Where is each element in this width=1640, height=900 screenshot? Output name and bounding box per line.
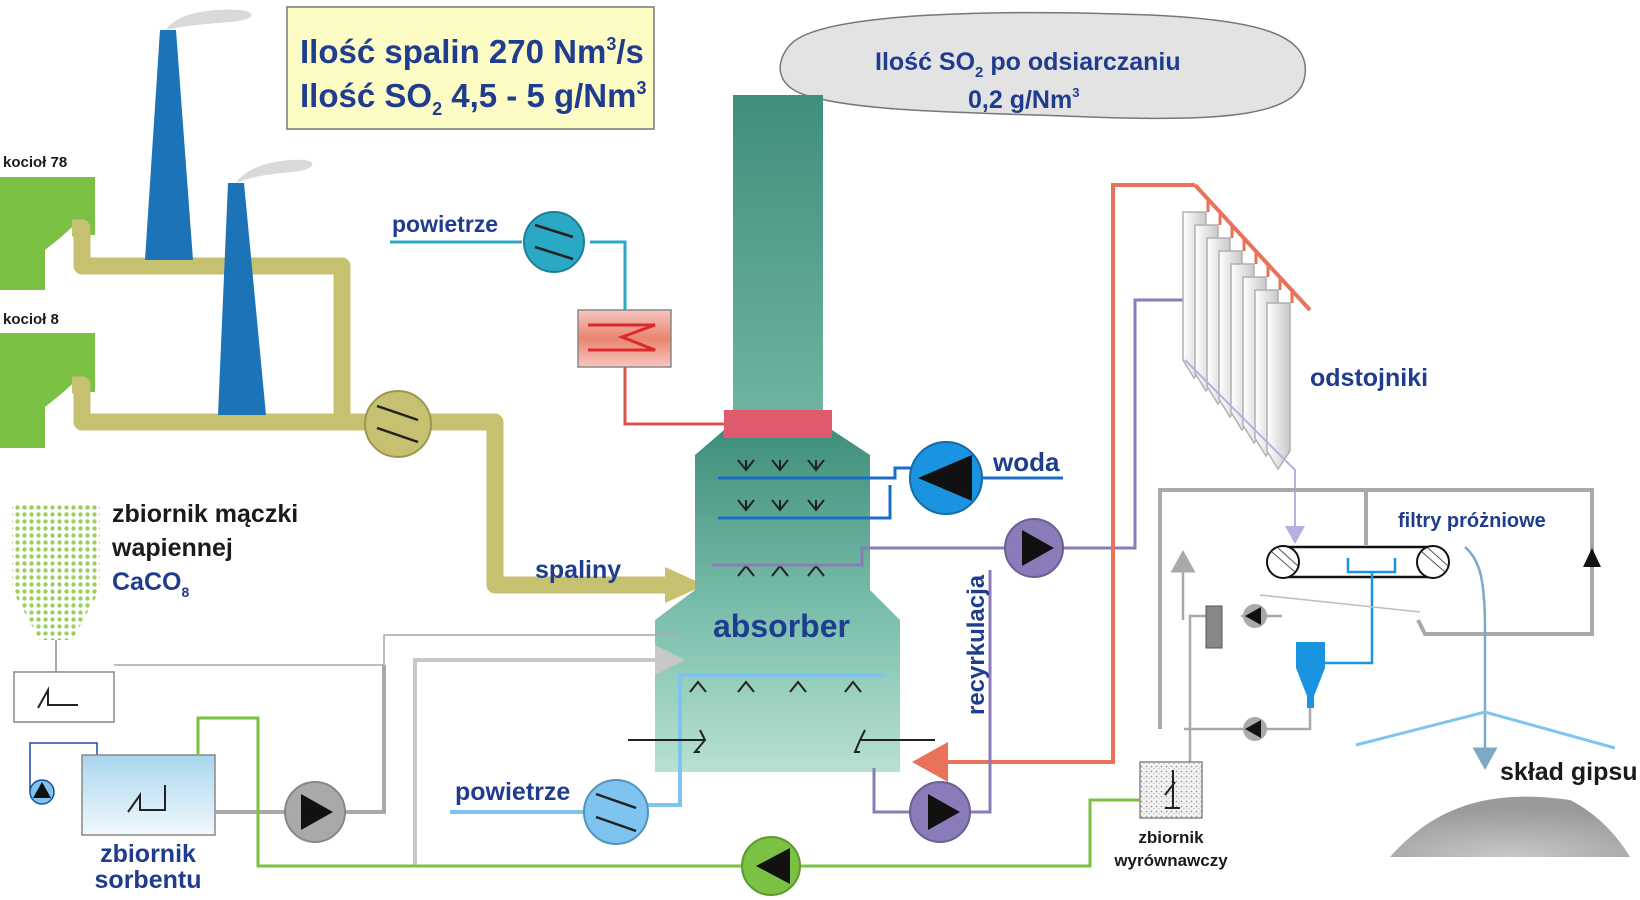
hydrocyclone[interactable] <box>1296 642 1325 708</box>
sorbent-return-line <box>413 658 665 866</box>
settler-feed-pump[interactable] <box>1004 518 1064 578</box>
svg-text:CaCO8: CaCO8 <box>112 568 189 600</box>
sorbent-feed-pump[interactable] <box>284 781 346 843</box>
sorbent-tank-pump-small[interactable] <box>29 779 55 805</box>
water-label: woda <box>992 447 1060 477</box>
svg-text:Ilość SO2 4,5 - 5 g/Nm3: Ilość SO2 4,5 - 5 g/Nm3 <box>300 77 646 119</box>
svg-text:Ilość SO2 po odsiarczaniu: Ilość SO2 po odsiarczaniu <box>875 48 1181 81</box>
heated-air-line <box>623 367 724 426</box>
sorbent-feed-line <box>215 665 386 814</box>
gypsum-discharge-line <box>1464 546 1498 770</box>
equalizing-tank-label-1: zbiornik <box>1138 828 1204 847</box>
sorbent-tank-label-2: sorbentu <box>95 866 202 894</box>
gypsum-store-label: skład gipsu <box>1500 758 1638 786</box>
absorber-label: absorber <box>713 608 850 644</box>
recirculation-label: recyrkulacja <box>963 574 990 715</box>
filter-loop-pump[interactable] <box>1583 548 1601 567</box>
equalizing-return-pump[interactable] <box>741 836 801 896</box>
water-pump[interactable] <box>909 441 983 515</box>
boiler-8 <box>0 333 95 448</box>
fan-icon <box>364 390 432 458</box>
limestone-mixer <box>13 671 115 723</box>
limestone-tank-label-2: wapiennej <box>111 534 233 562</box>
boiler-8-label: kocioł 8 <box>3 311 59 328</box>
flue-gas-arrowhead <box>665 567 705 603</box>
limestone-tank-label-3: CaCO <box>112 568 181 596</box>
boiler-icon <box>0 333 95 448</box>
settler-underflow-line <box>1184 359 1305 544</box>
cloud-line-2: 0,2 g/Nm <box>968 86 1072 114</box>
gypsum-pile <box>1390 796 1630 857</box>
equalizing-tank-label-2: wyrównawczy <box>1113 851 1228 870</box>
valve-icon[interactable] <box>1205 605 1223 649</box>
info-line-1: Ilość spalin 270 Nm <box>300 33 606 70</box>
equalizing-return-line <box>196 716 1140 868</box>
filtrate-line <box>1318 558 1397 665</box>
limestone-hopper <box>12 503 100 640</box>
info-line-2: Ilość SO <box>300 77 432 114</box>
gypsum-conveyor <box>1355 710 1616 750</box>
settlers <box>1182 211 1291 471</box>
flue-gas-ducts <box>72 219 665 594</box>
air-bottom-label: powietrze <box>455 778 570 806</box>
cloud-line-1: Ilość SO <box>875 48 975 76</box>
belt-filter-icon <box>1283 545 1433 579</box>
tank-icon <box>81 754 216 836</box>
belt-filter[interactable] <box>1266 545 1450 579</box>
filter-drainage-line <box>1259 594 1421 613</box>
air-line-top <box>390 240 627 310</box>
recirculation-line <box>872 570 992 814</box>
sorbent-tank <box>81 754 216 836</box>
tank-icon <box>1139 761 1203 819</box>
air-top-label: powietrze <box>392 211 498 237</box>
return-pump-upper[interactable] <box>1243 604 1267 628</box>
boiler-78 <box>0 177 95 290</box>
absorber-agitators <box>628 729 935 753</box>
settlers-label: odstojniki <box>1310 364 1428 392</box>
air-heater[interactable] <box>577 309 672 368</box>
fan-icon <box>523 211 585 273</box>
recirculation-spray-line <box>712 298 1185 567</box>
recirculation-pump[interactable] <box>909 781 971 843</box>
heated-air-inlet <box>724 410 832 438</box>
settler-return-line <box>912 183 1195 782</box>
air-fan-bottom[interactable] <box>583 779 649 845</box>
boiler-icon <box>0 177 95 290</box>
smoke-plume <box>236 159 313 183</box>
chimney-icon <box>145 30 193 260</box>
smoke-plume <box>166 9 252 30</box>
flue-gas-info-box: Ilość spalin 270 Nm3/s Ilość SO2 4,5 - 5… <box>286 6 655 130</box>
equalizing-tank <box>1139 761 1203 819</box>
fan-icon <box>583 779 649 845</box>
absorber-vessel <box>655 430 900 772</box>
absorber-stack <box>733 95 823 415</box>
limestone-tank-label-1: zbiornik mączki <box>112 500 298 528</box>
svg-text:Ilość spalin 270 Nm3/s: Ilość spalin 270 Nm3/s <box>300 33 644 70</box>
vacuum-filters-label: filtry próżniowe <box>1398 510 1546 532</box>
pump-icon <box>1583 548 1601 567</box>
return-lines <box>1181 560 1248 762</box>
hydrocyclone-icon <box>1296 642 1325 708</box>
limestone-to-sorbent-line <box>114 634 677 666</box>
boiler-78-label: kocioł 78 <box>3 154 67 171</box>
chimney-icon <box>218 183 266 415</box>
return-pump-lower[interactable] <box>1243 717 1267 741</box>
emission-cloud: Ilość SO2 po odsiarczaniu 0,2 g/Nm3 <box>779 11 1307 120</box>
air-fan-top[interactable] <box>523 211 585 273</box>
svg-text:0,2 g/Nm3: 0,2 g/Nm3 <box>968 85 1079 114</box>
flue-gas-label: spaliny <box>535 556 621 584</box>
flue-gas-fan[interactable] <box>364 390 432 458</box>
sorbent-tank-label-1: zbiornik <box>100 840 196 868</box>
